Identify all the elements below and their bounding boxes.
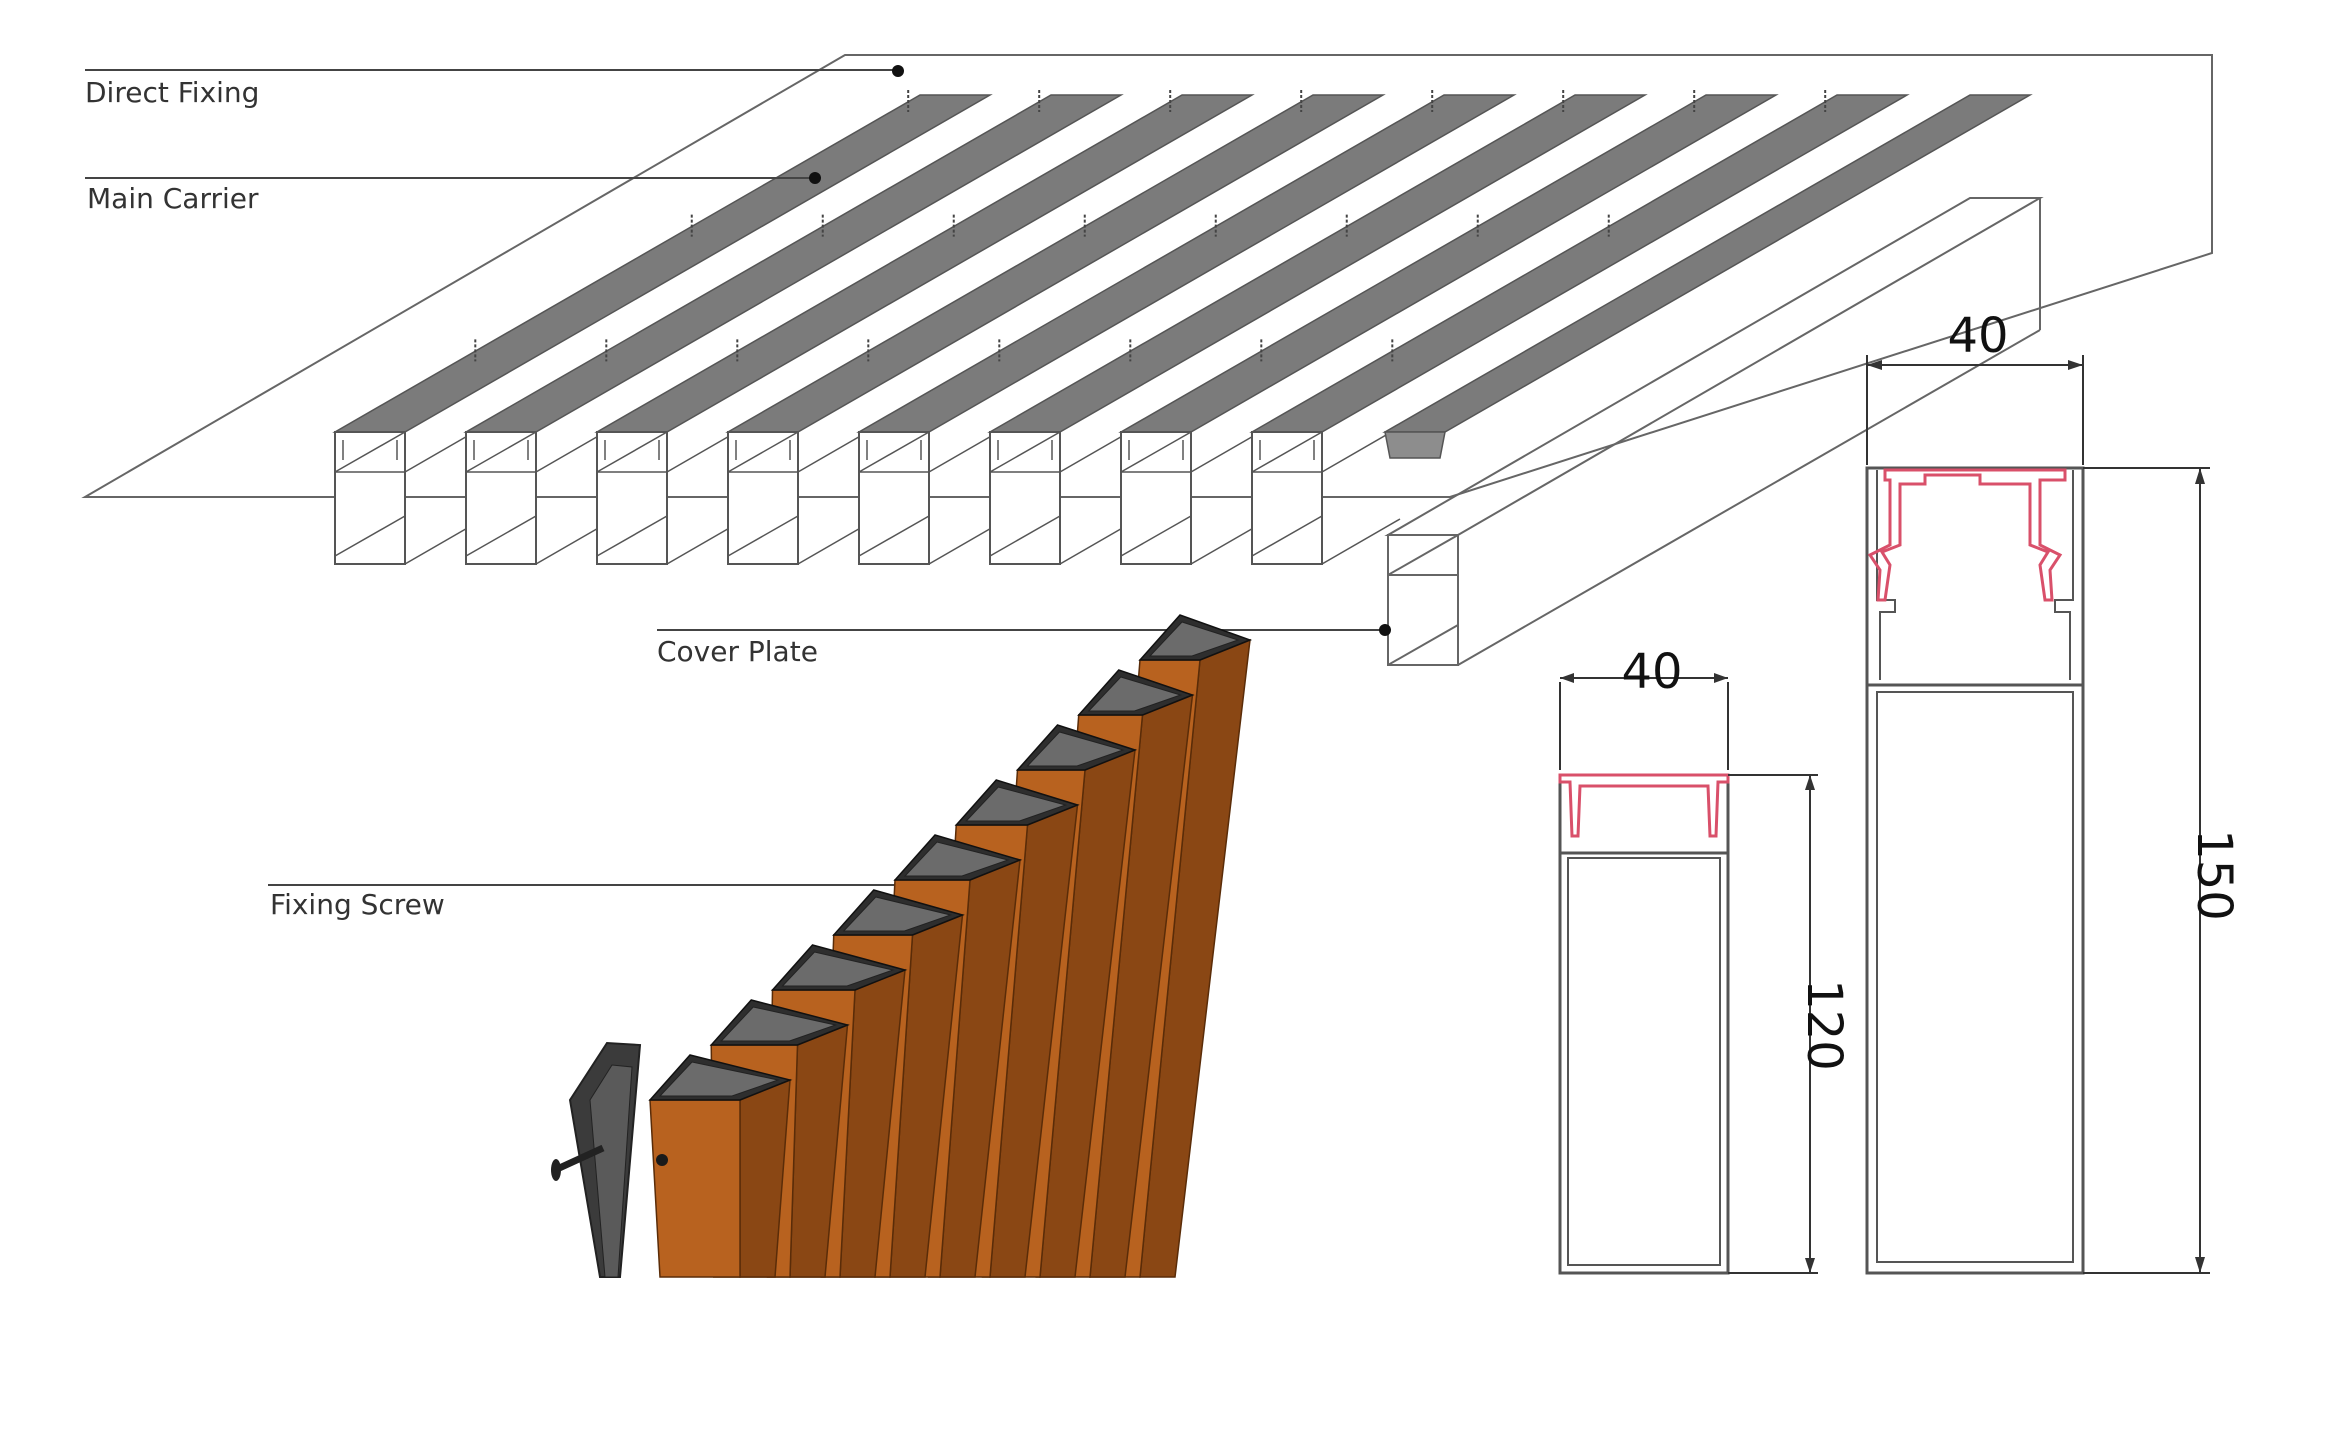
- carrier-unit: [594, 89, 1255, 565]
- baffle-edge: [858, 431, 930, 473]
- dim-large-height: 150: [2186, 829, 2242, 921]
- wood-baffle-fan: [551, 614, 1253, 1278]
- baffle-edge: [727, 431, 799, 473]
- carrier-row: [332, 89, 1910, 565]
- baffle-edge: [1251, 431, 1323, 473]
- baffle-edge: [465, 431, 537, 473]
- label-fixing-screw: Fixing Screw: [270, 888, 445, 921]
- label-direct-fixing: Direct Fixing: [85, 76, 259, 109]
- baffle-front-face: [649, 1099, 741, 1278]
- baffle-top-inner: [1087, 676, 1183, 712]
- carrier-unit: [463, 89, 1124, 565]
- profile-section-120: [1558, 673, 1818, 1275]
- baffle-top-inner: [1148, 621, 1240, 657]
- dim-small-width: 40: [1621, 644, 1682, 700]
- label-cover-plate: Cover Plate: [657, 635, 818, 668]
- baffle-edge: [596, 515, 668, 557]
- baffle-front: [727, 431, 799, 565]
- baffle-front: [989, 431, 1061, 565]
- wood-baffle: [648, 1054, 793, 1278]
- isometric-assembly: [81, 54, 2213, 666]
- baffle-edge: [727, 515, 799, 557]
- baffle-front: [465, 431, 537, 565]
- fixing-screw: [551, 1144, 605, 1181]
- carrier-unit: [1118, 89, 1779, 565]
- callouts: [85, 69, 1385, 886]
- baffle-top-inner: [781, 951, 895, 987]
- baffle-stack: [648, 614, 1253, 1278]
- baffle-top-inner: [903, 841, 1010, 877]
- carrier-unit: [987, 89, 1648, 565]
- baffle-front: [1120, 431, 1192, 565]
- carrier-unit: [725, 89, 1386, 565]
- baffle-top-inner: [720, 1006, 838, 1042]
- baffle-edge: [1120, 431, 1192, 473]
- baffle-edge: [858, 515, 930, 557]
- baffle-edge: [334, 515, 406, 557]
- baffle-top-inner: [658, 1061, 780, 1097]
- baffle-edge: [465, 515, 537, 557]
- carrier-unit: [332, 89, 993, 565]
- baffle-edge: [334, 431, 406, 473]
- label-main-carrier: Main Carrier: [87, 182, 259, 215]
- carrier-unit: [1249, 89, 1910, 565]
- carrier-lip-last: [1384, 431, 1446, 459]
- dim-large-width: 40: [1947, 308, 2008, 364]
- baffle-top-inner: [965, 786, 1068, 822]
- baffle-edge: [989, 431, 1061, 473]
- carrier-unit: [856, 89, 1517, 565]
- baffle-front: [596, 431, 668, 565]
- cover-plate-box: [1384, 197, 2044, 666]
- baffle-front: [1251, 431, 1323, 565]
- dim-small-height: 120: [1796, 979, 1852, 1071]
- baffle-top-inner: [1026, 731, 1125, 767]
- ceiling-plane: [81, 54, 2213, 498]
- baffle-edge: [596, 431, 668, 473]
- baffle-edge: [1321, 518, 1401, 565]
- baffle-edge: [989, 515, 1061, 557]
- metal-carrier-face: [589, 1064, 633, 1278]
- profile-section-150: [1865, 355, 2210, 1275]
- baffle-top-inner: [842, 896, 953, 932]
- baffle-front: [334, 431, 406, 565]
- baffle-edge: [1120, 515, 1192, 557]
- baffle-edge: [1251, 515, 1323, 557]
- baffle-front: [858, 431, 930, 565]
- screw-hole: [656, 1154, 668, 1166]
